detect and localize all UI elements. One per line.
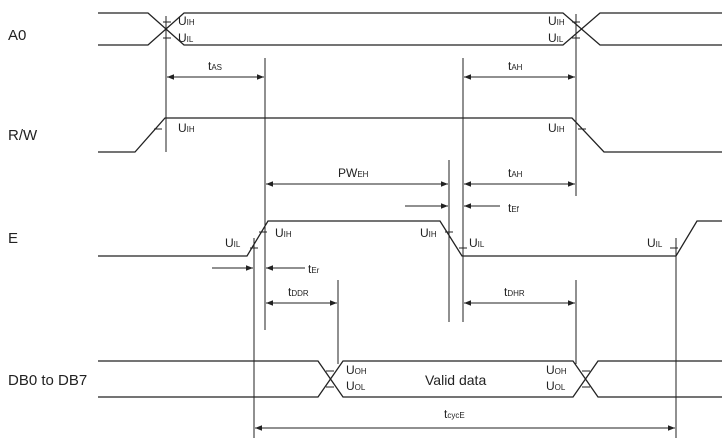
level-label-rw-uih-left: UIH <box>178 121 195 135</box>
a0-waveform <box>98 12 722 46</box>
timing-label-tddr: tDDR <box>288 285 309 299</box>
signal-label-rw: R/W <box>8 127 38 144</box>
level-label-a0-uil-left: UIL <box>178 31 194 45</box>
level-label-db-uoh-left: UOH <box>346 363 367 377</box>
timing-label-pweh: PWEH <box>338 166 369 180</box>
timing-labels: tAS tAH PWEH tAH tEf tEr tDDR tDHR tcycE <box>208 59 525 421</box>
signal-label-db: DB0 to DB7 <box>8 372 87 389</box>
level-label-rw-uih-right: UIH <box>548 121 565 135</box>
timing-label-ter: tEr <box>308 262 320 276</box>
dimension-arrows <box>167 74 675 431</box>
signal-label-a0: A0 <box>8 27 26 44</box>
level-label-a0-uil-right: UIL <box>548 31 564 45</box>
level-label-db-uoh-right: UOH <box>546 363 567 377</box>
timing-label-tcyce: tcycE <box>444 407 465 421</box>
timing-label-tah-rw: tAH <box>508 166 523 180</box>
level-label-a0-uih-right: UIH <box>548 14 565 28</box>
timing-label-tah-a0: tAH <box>508 59 523 73</box>
valid-data-label: Valid data <box>425 372 486 388</box>
db-waveform <box>98 360 722 398</box>
timing-label-tef: tEf <box>508 201 520 215</box>
level-label-db-uol-right: UOL <box>546 379 566 393</box>
level-label-e-uih-fall: UIH <box>420 226 437 240</box>
rw-waveform <box>98 117 722 153</box>
e-waveform <box>98 220 722 257</box>
timing-label-tas: tAS <box>208 59 222 73</box>
level-label-db-uol-left: UOL <box>346 379 366 393</box>
level-label-e-uih-rise: UIH <box>275 226 292 240</box>
level-label-e-uil-fall: UIL <box>469 236 485 250</box>
timing-label-tdhr: tDHR <box>504 285 525 299</box>
level-label-e-uil-end: UIL <box>647 236 663 250</box>
level-labels: UIH UIL UIH UIL UIH UIH UIL UIH UIH UIL … <box>178 14 663 393</box>
level-label-a0-uih-left: UIH <box>178 14 195 28</box>
threshold-ticks <box>154 21 678 388</box>
reference-lines <box>165 14 677 438</box>
level-label-e-uil-rise: UIL <box>225 236 241 250</box>
signal-label-e: E <box>8 230 18 247</box>
